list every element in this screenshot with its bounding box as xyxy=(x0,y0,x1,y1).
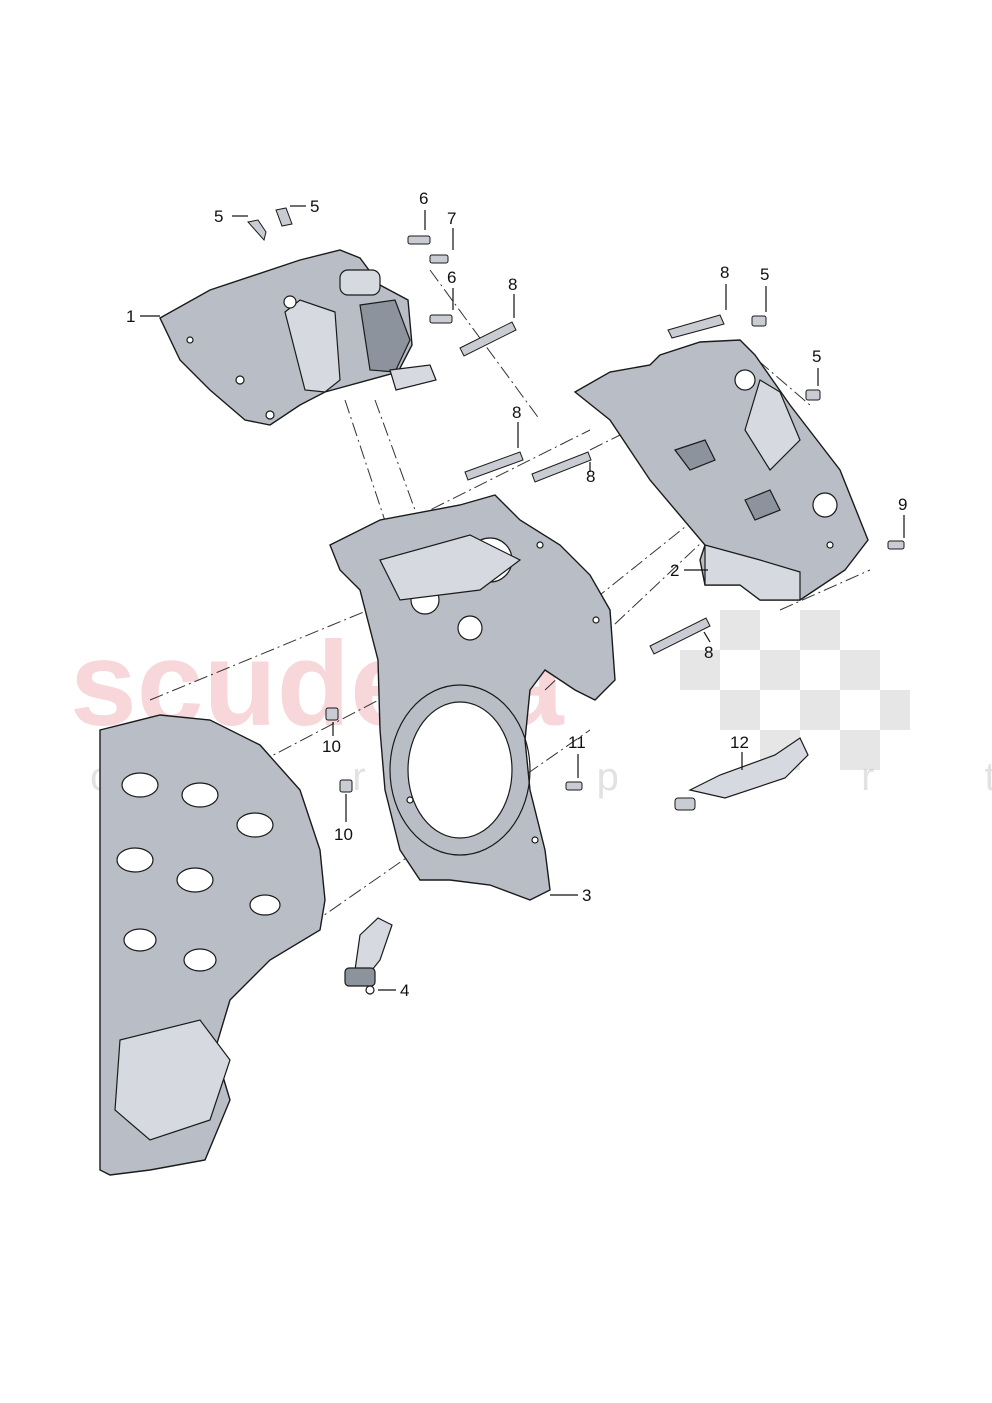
callout-8-b: 8 xyxy=(720,263,729,282)
part-3-engine-end-plate xyxy=(329,494,616,901)
bolts xyxy=(247,207,905,793)
callout-4: 4 xyxy=(400,981,409,1000)
callout-8-e: 8 xyxy=(704,643,713,662)
callout-5-d: 5 xyxy=(812,347,821,366)
callout-6-a: 6 xyxy=(419,189,428,208)
watermark-checker-flag xyxy=(680,610,910,770)
callout-8-d: 8 xyxy=(586,467,595,486)
callout-9: 9 xyxy=(898,495,907,514)
callout-11: 11 xyxy=(568,733,586,752)
callout-5-c: 5 xyxy=(760,265,769,284)
part-12-sealant-tube xyxy=(674,737,809,811)
callout-10-b: 10 xyxy=(334,825,353,844)
callout-2: 2 xyxy=(670,561,679,580)
callout-5-a: 5 xyxy=(214,207,223,226)
callout-7: 7 xyxy=(447,209,456,228)
callout-8-c: 8 xyxy=(512,403,521,422)
leader-lines xyxy=(140,205,905,991)
callout-6-b: 6 xyxy=(447,268,456,287)
part-2-right-timing-cover xyxy=(573,339,869,601)
part-4-sensor xyxy=(344,917,393,995)
callout-12: 12 xyxy=(730,733,749,752)
callout-3: 3 xyxy=(582,886,591,905)
callout-10-a: 10 xyxy=(322,737,341,756)
cylinder-head-block xyxy=(99,714,326,1176)
callout-1: 1 xyxy=(126,307,135,326)
callout-5-b: 5 xyxy=(310,197,319,216)
callout-8-a: 8 xyxy=(508,275,517,294)
part-1-upper-timing-cover xyxy=(159,249,437,426)
